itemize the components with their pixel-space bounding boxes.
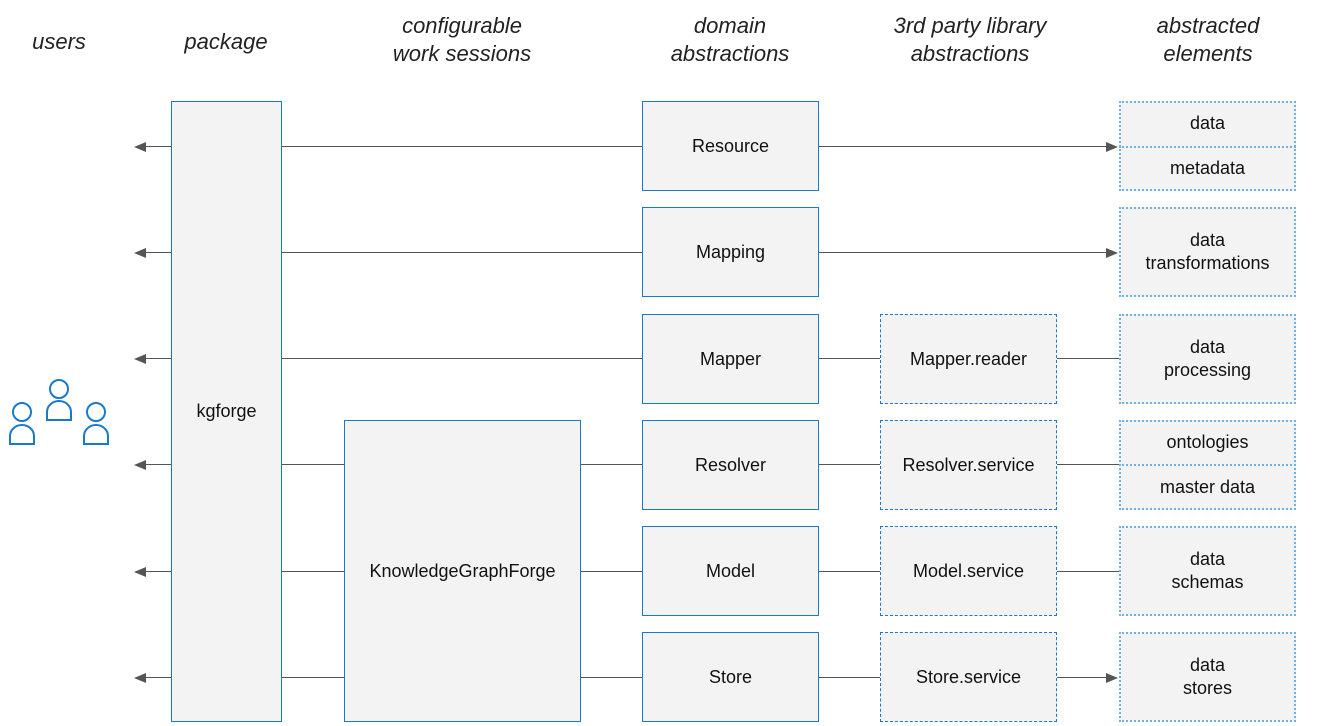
line-resolver-session [580, 464, 642, 465]
header-users: users [32, 29, 86, 54]
line-resolver-elements [1057, 464, 1119, 465]
library-resolver-service: Resolver.service [880, 420, 1057, 510]
line-mapper-library [818, 358, 880, 359]
package-kgforge: kgforge [171, 101, 282, 722]
line-resource-elements [818, 146, 1108, 147]
line-mapper-elements [1057, 358, 1119, 359]
users-icon [9, 379, 109, 445]
element-data-transformations: data transformations [1119, 207, 1296, 297]
separator-data-metadata [1119, 146, 1296, 148]
element-data: data [1189, 113, 1226, 133]
line-mapping-elements [818, 252, 1108, 253]
library-mapper-reader: Mapper.reader [880, 314, 1057, 404]
domain-store: Store [642, 632, 819, 722]
domain-resource: Resource [642, 101, 819, 191]
header-package: package [184, 29, 268, 54]
element-data-schemas: data schemas [1119, 526, 1296, 616]
element-data-stores: data stores [1119, 632, 1296, 722]
arrow-resolver-users [134, 460, 146, 470]
element-ontologies: ontologies [1166, 432, 1249, 452]
line-model-elements [1057, 571, 1119, 572]
library-store-service: Store.service [880, 632, 1057, 722]
separator-ontologies-masterdata [1119, 464, 1296, 466]
header-library: 3rd party library abstractions [893, 13, 1047, 66]
arrow-resource-elements [1106, 142, 1118, 152]
domain-model: Model [642, 526, 819, 616]
arrow-store-users [134, 673, 146, 683]
arrow-mapping-users [134, 248, 146, 258]
domain-resolver: Resolver [642, 420, 819, 510]
arrow-mapper-users [134, 354, 146, 364]
element-master-data: master data [1159, 477, 1256, 497]
header-sessions: configurable work sessions [392, 13, 532, 66]
header-domain: domain abstractions [670, 13, 790, 66]
element-data-processing: data processing [1119, 314, 1296, 404]
line-mapping-users [144, 252, 642, 253]
line-model-library [818, 571, 880, 572]
line-mapper-users [144, 358, 642, 359]
domain-mapper: Mapper [642, 314, 819, 404]
library-model-service: Model.service [880, 526, 1057, 616]
session-knowledgegraphforge: KnowledgeGraphForge [344, 420, 581, 722]
arrow-store-elements [1106, 673, 1118, 683]
arrow-resource-users [134, 142, 146, 152]
line-resolver-library [818, 464, 880, 465]
line-model-session [580, 571, 642, 572]
line-store-session [580, 677, 642, 678]
arrow-mapping-elements [1106, 248, 1118, 258]
domain-mapping: Mapping [642, 207, 819, 297]
arrow-model-users [134, 567, 146, 577]
element-metadata: metadata [1169, 158, 1246, 178]
line-store-elements [1057, 677, 1107, 678]
header-elements: abstracted elements [1156, 13, 1260, 66]
line-resource-users [144, 146, 642, 147]
line-store-library [818, 677, 880, 678]
